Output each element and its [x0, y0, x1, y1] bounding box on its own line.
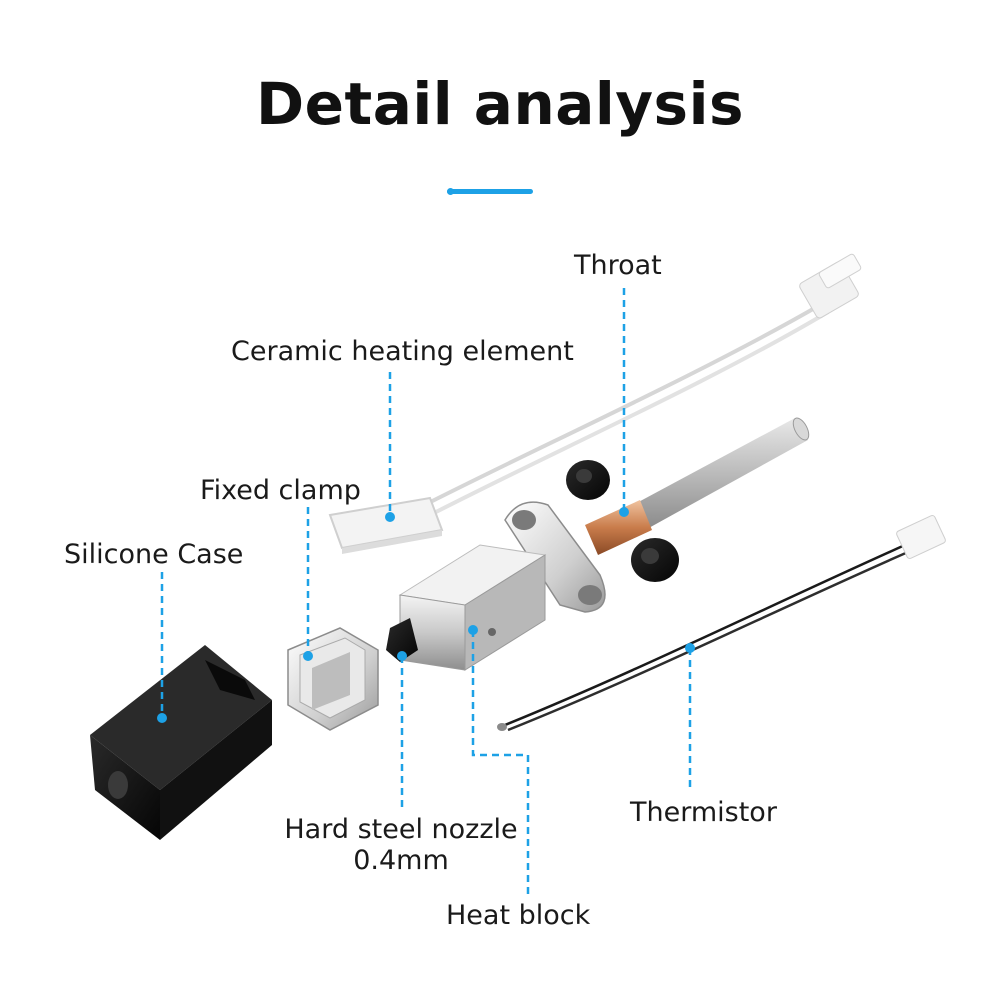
label-ceramic-heating-element: Ceramic heating element: [231, 336, 574, 367]
title-underline: [447, 189, 533, 194]
heat-block: [398, 544, 547, 671]
ceramic-heating-element: [328, 496, 444, 554]
silicone-case: [90, 645, 272, 840]
callout-lines: [160, 288, 692, 898]
label-heat-block: Heat block: [446, 900, 591, 931]
black-nuts: [566, 460, 679, 582]
heater-wires: [394, 253, 862, 530]
fixed-clamp: [287, 627, 379, 731]
throat-rod: [605, 417, 810, 545]
title-underline-dot: [447, 188, 454, 195]
label-nozzle: Hard steel nozzle 0.4mm: [276, 814, 526, 876]
mount-flange: [504, 501, 606, 613]
label-silicone-case: Silicone Case: [64, 539, 244, 570]
callout-dots: [157, 507, 695, 723]
page-title: Detail analysis: [256, 70, 744, 138]
label-nozzle-line2: 0.4mm: [353, 845, 449, 877]
nozzle: [386, 618, 418, 662]
copper-throat: [585, 500, 652, 555]
label-fixed-clamp: Fixed clamp: [200, 475, 361, 506]
thermistor: [497, 515, 946, 732]
label-thermistor: Thermistor: [630, 797, 777, 828]
label-nozzle-line1: Hard steel nozzle: [284, 814, 518, 845]
label-throat: Throat: [574, 250, 662, 281]
